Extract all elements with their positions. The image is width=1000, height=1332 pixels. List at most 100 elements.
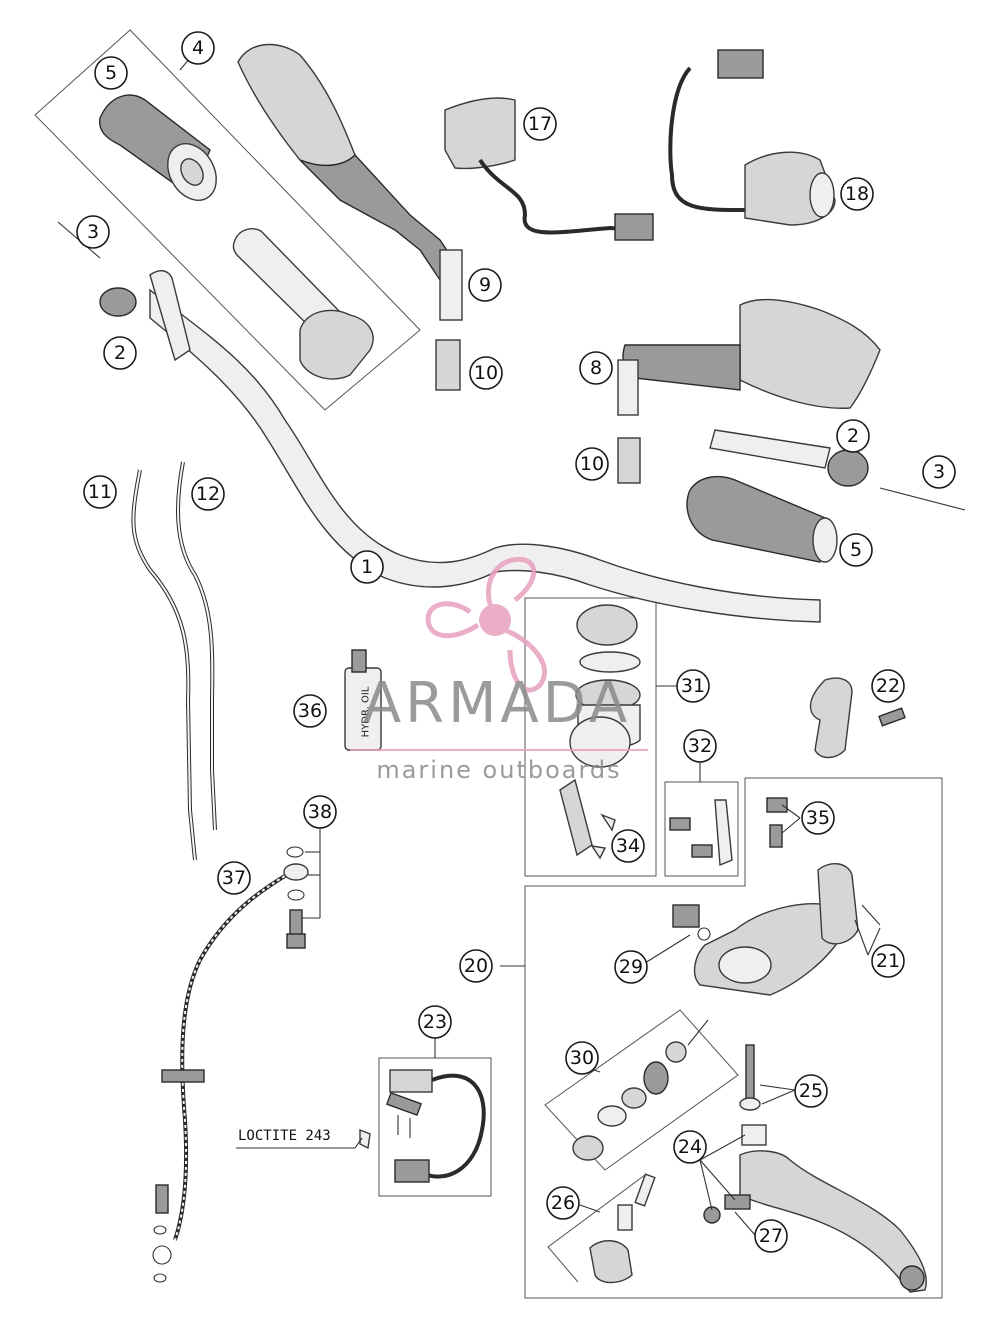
clamp-22 <box>809 677 906 759</box>
callout-12: 12 <box>191 477 225 511</box>
bar-end-left <box>57 221 191 362</box>
reservoir-assembly <box>559 604 641 860</box>
callout-8: 8 <box>579 351 613 385</box>
callout-27: 27 <box>754 1219 788 1253</box>
callout-17: 17 <box>523 107 557 141</box>
bolts-35 <box>766 797 788 848</box>
bar-end-right <box>709 429 966 511</box>
group-box-20 <box>524 777 943 1299</box>
svg-text:4: 4 <box>192 37 204 59</box>
svg-text:1: 1 <box>361 556 373 578</box>
oil-bottle: HYDR. OIL <box>344 649 382 751</box>
svg-text:21: 21 <box>876 950 900 972</box>
brake-hose <box>152 868 296 1283</box>
svg-text:5: 5 <box>850 539 862 561</box>
callout-31: 31 <box>676 669 710 703</box>
group-box-26 <box>547 1174 646 1283</box>
callout-32: 32 <box>683 729 717 763</box>
svg-text:10: 10 <box>580 453 604 475</box>
svg-text:5: 5 <box>105 62 117 84</box>
grip-left <box>98 94 217 201</box>
callout-2b: 2 <box>836 419 870 453</box>
callout-23: 23 <box>418 1005 452 1039</box>
group-box-31 <box>524 597 657 877</box>
svg-text:36: 36 <box>298 700 322 722</box>
propeller-logo <box>425 556 548 693</box>
watermark-tagline: marine outboards <box>376 756 621 784</box>
brake-switch-26 <box>589 1173 656 1284</box>
switch-right <box>668 49 836 226</box>
callout-21: 21 <box>871 944 905 978</box>
brake-light-switch-23 <box>359 1069 486 1183</box>
svg-text:12: 12 <box>196 483 220 505</box>
callout-22: 22 <box>871 669 905 703</box>
piston-kit <box>572 1019 709 1161</box>
callout-4: 4 <box>181 31 215 65</box>
callout-5a: 5 <box>94 56 128 90</box>
svg-text:32: 32 <box>688 735 712 757</box>
callout-37: 37 <box>217 861 251 895</box>
handlebar <box>149 288 821 623</box>
callout-1: 1 <box>350 550 384 584</box>
lever-parts-32 <box>669 799 733 867</box>
mirror-left <box>237 43 463 391</box>
svg-text:3: 3 <box>933 461 945 483</box>
svg-text:18: 18 <box>845 183 869 205</box>
throttle-cables <box>131 461 217 861</box>
svg-text:25: 25 <box>799 1080 823 1102</box>
banjo-bolt-parts <box>283 846 309 949</box>
callout-25: 25 <box>794 1074 828 1108</box>
svg-text:11: 11 <box>88 481 112 503</box>
callout-11: 11 <box>83 475 117 509</box>
watermark-brand: ARMADA <box>363 671 631 736</box>
callout-24: 24 <box>673 1130 707 1164</box>
svg-text:24: 24 <box>678 1136 702 1158</box>
bottle-label: HYDR. OIL <box>361 686 372 737</box>
svg-text:9: 9 <box>479 274 491 296</box>
callout-5b: 5 <box>839 533 873 567</box>
brake-master-cylinder <box>672 863 881 996</box>
group-box-32 <box>664 781 739 877</box>
svg-text:29: 29 <box>619 956 643 978</box>
callout-10b: 10 <box>575 447 609 481</box>
grip-right <box>686 475 838 563</box>
watermark: ARMADA marine outboards <box>350 556 648 784</box>
propeller-hub <box>479 604 511 636</box>
svg-text:17: 17 <box>528 113 552 135</box>
svg-text:8: 8 <box>590 357 602 379</box>
svg-text:2: 2 <box>114 342 126 364</box>
callout-2a: 2 <box>103 336 137 370</box>
group-box-4 <box>34 29 421 411</box>
switch-left <box>444 97 654 241</box>
callout-10a: 10 <box>469 356 503 390</box>
svg-text:20: 20 <box>464 955 488 977</box>
svg-text:10: 10 <box>474 362 498 384</box>
svg-text:38: 38 <box>308 801 332 823</box>
callout-30: 30 <box>565 1041 599 1075</box>
callout-26: 26 <box>546 1186 580 1220</box>
svg-text:35: 35 <box>806 807 830 829</box>
svg-text:3: 3 <box>87 221 99 243</box>
callout-20: 20 <box>459 949 493 983</box>
svg-text:27: 27 <box>759 1225 783 1247</box>
callout-29: 29 <box>614 950 648 984</box>
callout-35: 35 <box>801 801 835 835</box>
svg-text:22: 22 <box>876 675 900 697</box>
callout-18: 18 <box>840 177 874 211</box>
mirror-right <box>617 298 881 484</box>
brake-lever <box>703 1044 927 1293</box>
callout-3a: 3 <box>76 215 110 249</box>
svg-text:2: 2 <box>847 425 859 447</box>
svg-text:23: 23 <box>423 1011 447 1033</box>
svg-text:31: 31 <box>681 675 705 697</box>
callout-34: 34 <box>611 829 645 863</box>
callout-38: 38 <box>303 795 337 829</box>
svg-text:37: 37 <box>222 867 246 889</box>
svg-text:26: 26 <box>551 1192 575 1214</box>
throttle-tube <box>232 228 374 380</box>
callout-3b: 3 <box>922 455 956 489</box>
callout-9: 9 <box>468 268 502 302</box>
callout-36: 36 <box>293 694 327 728</box>
loctite-note: LOCTITE 243 <box>238 1128 331 1144</box>
